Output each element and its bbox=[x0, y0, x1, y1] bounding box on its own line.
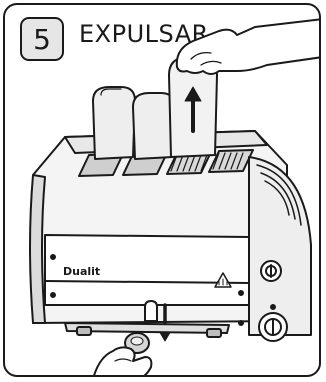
toaster-right-cap bbox=[249, 157, 311, 335]
toaster-foot bbox=[77, 327, 91, 335]
brand-label: Dualit bbox=[63, 265, 100, 278]
lever-slot bbox=[145, 301, 157, 321]
toaster-illustration: Dualit bbox=[5, 5, 321, 377]
timer-knob-small bbox=[261, 261, 281, 281]
bread-slice bbox=[93, 87, 135, 159]
toaster-left-cap bbox=[30, 175, 45, 323]
toaster-foot bbox=[207, 329, 221, 337]
instruction-card: 5 EXPULSAR bbox=[3, 3, 321, 377]
hand-lifting bbox=[177, 19, 321, 74]
